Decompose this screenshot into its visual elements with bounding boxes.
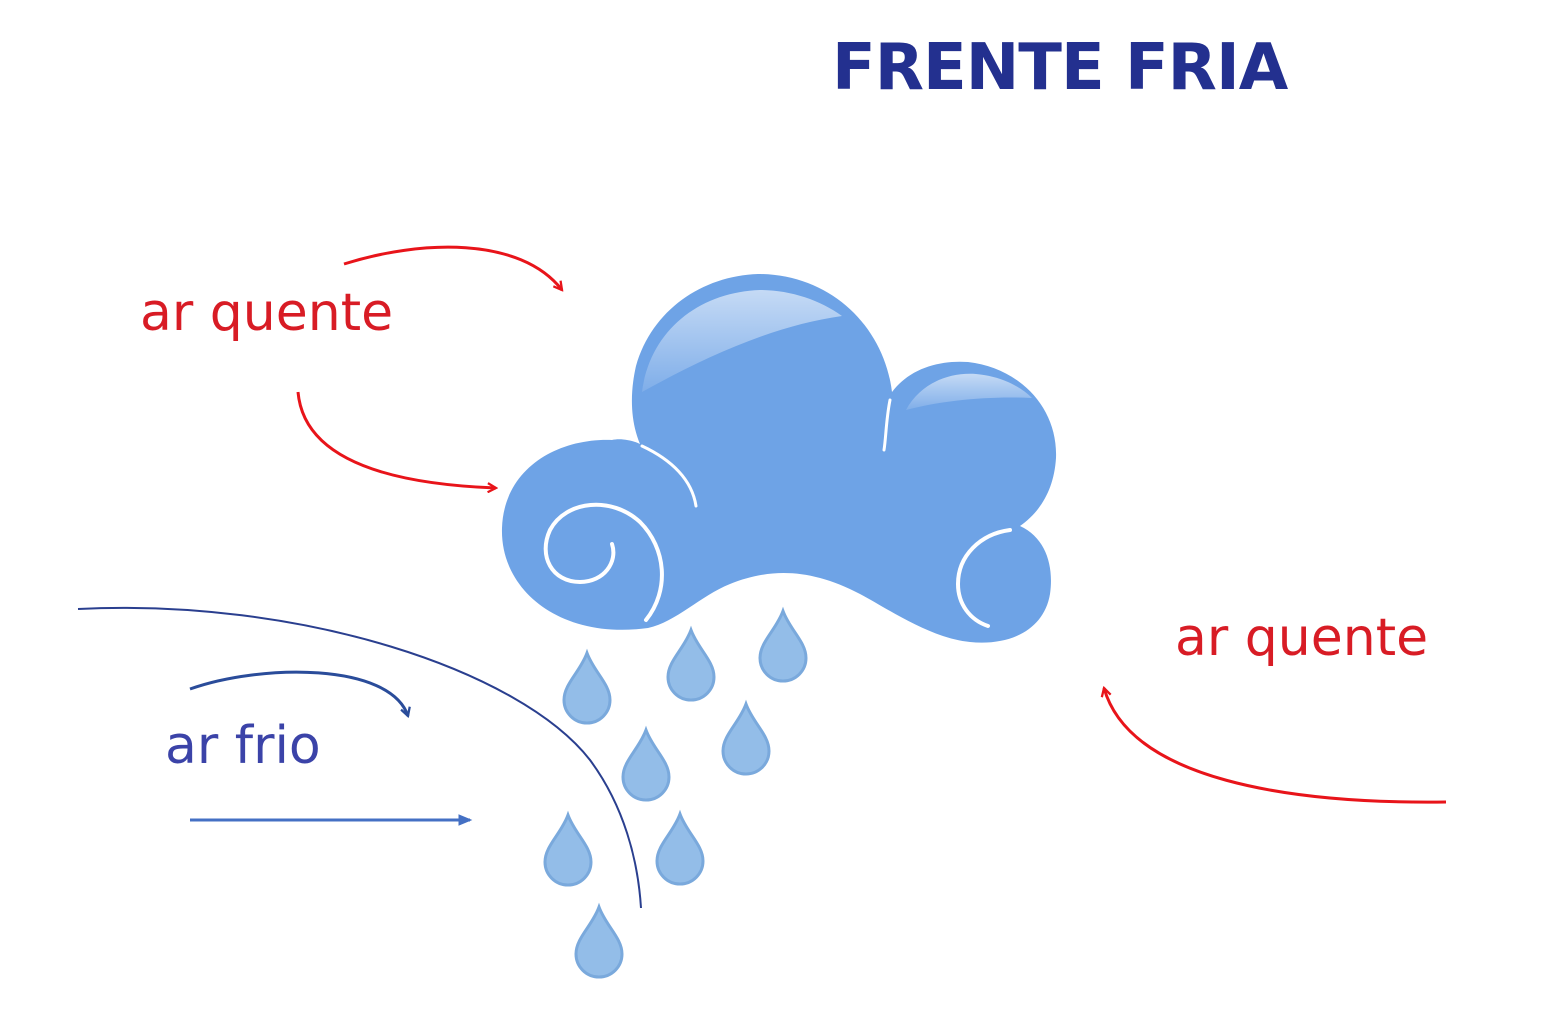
rain-cloud-icon — [501, 274, 1057, 643]
warm-air-arrow-top — [343, 245, 562, 290]
warm-air-label-right: ar quente — [1175, 608, 1429, 668]
raindrop-icon — [666, 625, 716, 702]
cold-air-arrow-curved — [189, 670, 408, 716]
raindrops — [543, 606, 808, 979]
raindrop-icon — [721, 699, 771, 776]
cold-front-boundary-line — [77, 606, 642, 909]
raindrop-icon — [543, 810, 593, 887]
raindrop-icon — [655, 809, 705, 886]
raindrop-icon — [758, 606, 808, 683]
raindrop-icon — [562, 648, 612, 725]
raindrop-icon — [574, 902, 624, 979]
warm-air-arrow-middle — [296, 391, 496, 488]
warm-air-arrow-right — [1104, 688, 1447, 804]
cold-air-label: ar frio — [165, 716, 321, 776]
diagram-title: FRENTE FRIA — [832, 31, 1288, 105]
warm-air-label-left: ar quente — [140, 283, 394, 343]
raindrop-icon — [621, 725, 671, 802]
